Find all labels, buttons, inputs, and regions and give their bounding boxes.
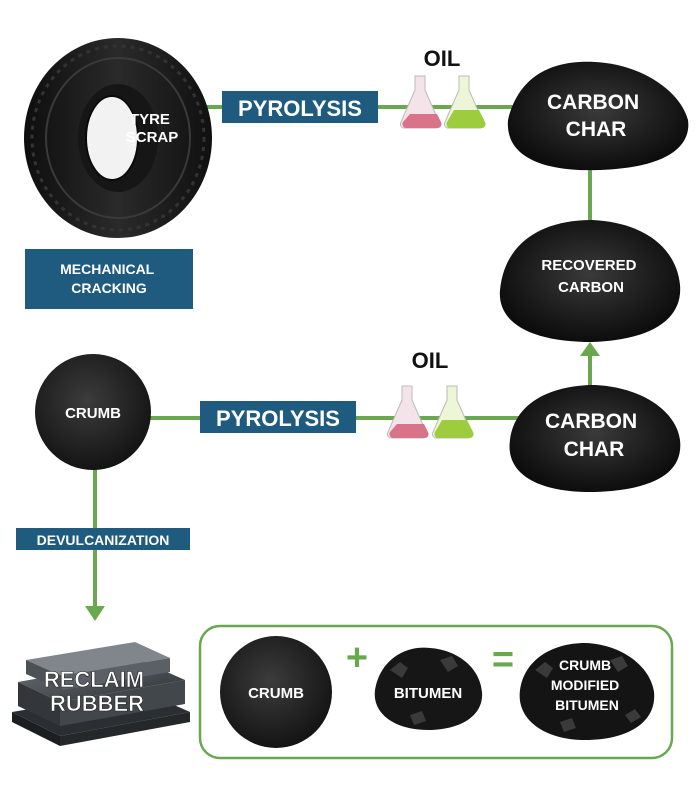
carbon-char-mid-label: CARBON CHAR [545, 410, 643, 461]
bitumen-pile [374, 647, 483, 730]
plus-sign: + [346, 637, 368, 679]
oil-top-label: OIL [424, 46, 461, 71]
pyrolysis-mid-box: PYROLYSIS [200, 401, 356, 433]
pyrolysis-top-box: PYROLYSIS [222, 91, 378, 123]
devulcanization-box: DEVULCANIZATION [16, 528, 190, 550]
arrowhead-up [580, 342, 600, 356]
carbon-char-top-label: CARBON CHAR [547, 91, 645, 141]
pyrolysis-mid-label: PYROLYSIS [216, 406, 340, 431]
oil-mid-label: OIL [412, 348, 449, 373]
mechanical-cracking-label: MECHANICAL CRACKING [60, 261, 158, 296]
pyrolysis-top-label: PYROLYSIS [238, 96, 362, 121]
arrowhead-down [85, 606, 105, 621]
flask-green-icon [431, 385, 474, 439]
devulcanization-label: DEVULCANIZATION [37, 532, 170, 548]
crumb-mid-pile [35, 354, 151, 470]
tyre-scrap-image [24, 38, 212, 238]
reclaim-rubber-label: RECLAIM RUBBER [44, 667, 150, 716]
crumb-mid-label: CRUMB [65, 405, 121, 422]
flask-green-icon [443, 75, 486, 129]
tyre-scrap-label: TYRE SCRAP [126, 111, 179, 146]
recovered-carbon-pile [499, 220, 681, 342]
crumb-modified-bitumen-label: CRUMB MODIFIED BITUMEN [551, 657, 623, 713]
bitumen-label: BITUMEN [394, 685, 462, 702]
equals-sign: = [492, 639, 514, 681]
mechanical-cracking-box: MECHANICAL CRACKING [25, 249, 193, 309]
carbon-char-top-pile [507, 61, 689, 171]
crumb-bottom-label: CRUMB [248, 685, 304, 702]
flask-pink-icon [386, 385, 429, 439]
recovered-carbon-label: RECOVERED CARBON [541, 257, 640, 296]
carbon-char-mid-pile [509, 385, 681, 493]
reclaim-rubber-image [12, 642, 190, 746]
flask-pink-icon [399, 75, 442, 129]
crumb-modified-bitumen-pile [519, 643, 655, 740]
crumb-bottom-pile [220, 636, 332, 748]
